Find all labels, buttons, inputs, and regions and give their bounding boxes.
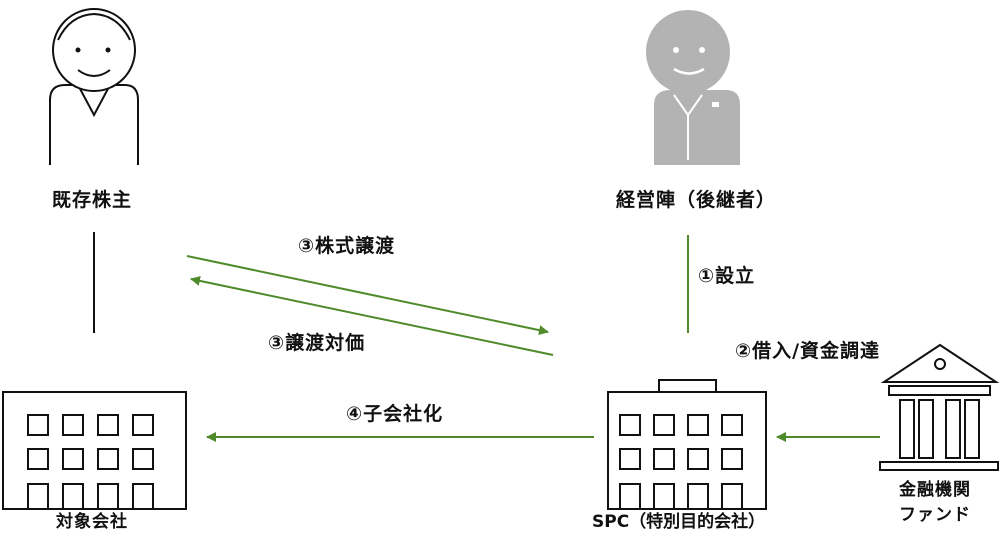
share-transfer-label: ③株式譲渡 (298, 235, 396, 257)
borrow-fundraise-label: ②借入/資金調達 (735, 340, 881, 362)
financial-institution-label-line1: 金融機関 (899, 480, 971, 500)
spc-label: SPC（特別目的会社） (592, 512, 766, 532)
existing-shareholders-label: 既存株主 (52, 189, 133, 211)
subsidiarization-label: ④子会社化 (346, 403, 444, 425)
management-successor-label: 経営陣（後継者） (616, 189, 777, 211)
bank-icon (879, 343, 1000, 471)
share-transfer-arrow (186, 255, 549, 336)
transfer-consideration-label: ③譲渡対価 (268, 332, 366, 354)
transfer-consideration-arrow (190, 275, 554, 356)
establish-label: ①設立 (698, 265, 756, 287)
successor-person-icon (646, 10, 740, 165)
financial-institution-label-line2: ファンド (899, 505, 971, 525)
spc-building-icon (607, 379, 767, 510)
target-company-label: 対象会社 (56, 512, 128, 532)
target-company-building-icon (2, 391, 187, 510)
shareholder-person-icon (49, 8, 139, 165)
